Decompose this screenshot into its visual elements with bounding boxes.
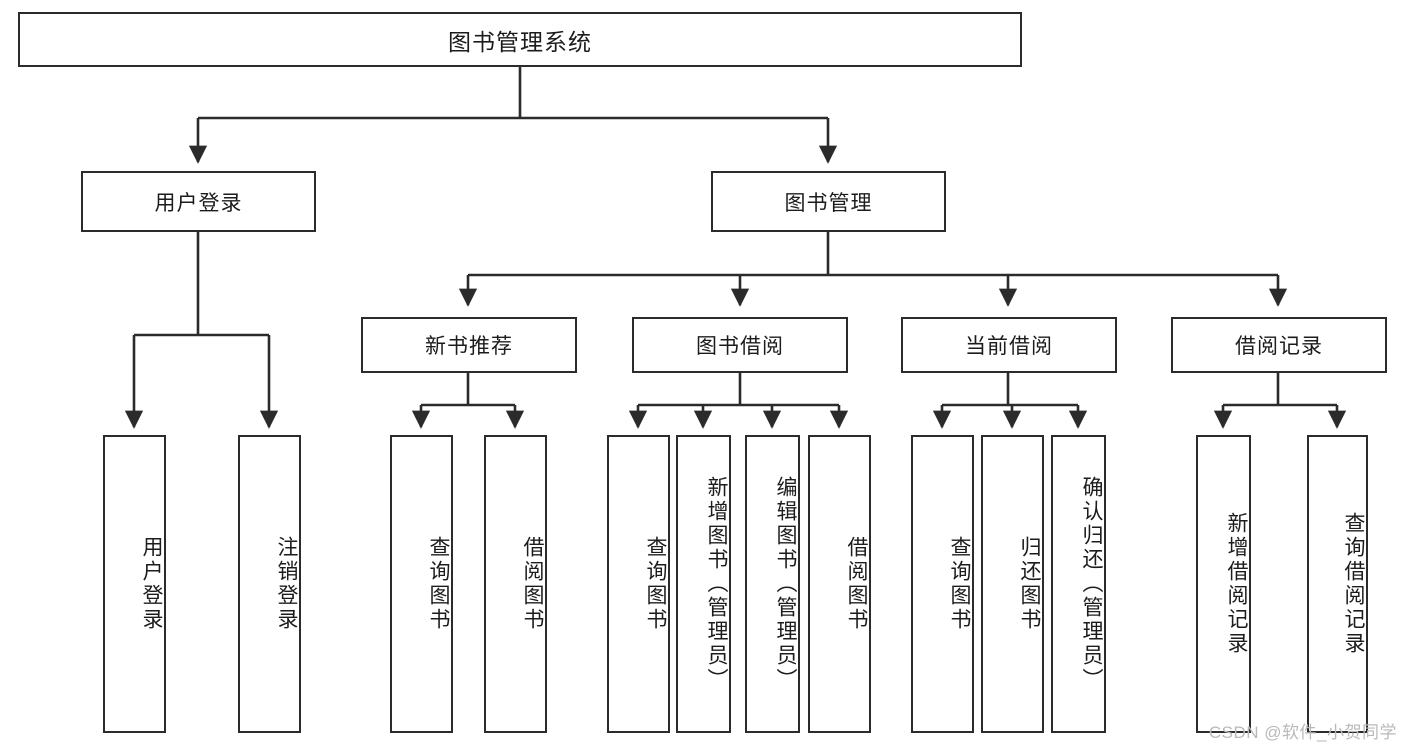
leaf-edit-book-admin[interactable]: 编辑图书（管理员） [745,435,800,733]
leaf-add-borrow-record[interactable]: 新增借阅记录 [1196,435,1251,733]
leaf-confirm-return-admin[interactable]: 确认归还（管理员） [1051,435,1106,733]
node-label: 新书推荐 [425,335,513,358]
node-label: 用户登录 [154,191,243,215]
leaf-user-login[interactable]: 用户登录 [103,435,166,733]
node-current-borrow[interactable]: 当前借阅 [901,317,1117,373]
leaf-query-borrow-record[interactable]: 查询借阅记录 [1307,435,1368,733]
leaf-borrow-book-1[interactable]: 借阅图书 [484,435,547,733]
node-new-book-recommend[interactable]: 新书推荐 [361,317,577,373]
node-borrow-record[interactable]: 借阅记录 [1171,317,1387,373]
node-label: 图书管理系统 [448,28,592,55]
node-label: 新增借阅记录 [1225,512,1248,656]
node-label: 归还图书 [1018,536,1041,632]
node-label: 查询图书 [644,536,667,632]
node-label: 注销登录 [275,536,298,632]
node-user-login[interactable]: 用户登录 [81,171,316,232]
node-label: 当前借阅 [965,335,1053,358]
node-label: 确认归还（管理员） [1080,476,1103,692]
node-label: 查询图书 [427,536,450,632]
node-label: 查询图书 [948,536,971,632]
leaf-query-book-2[interactable]: 查询图书 [607,435,670,733]
node-label: 编辑图书（管理员） [774,476,797,692]
leaf-add-book-admin[interactable]: 新增图书（管理员） [676,435,731,733]
node-label: 新增图书（管理员） [705,476,728,692]
leaf-query-book-3[interactable]: 查询图书 [911,435,974,733]
node-label: 图书借阅 [696,335,784,358]
node-label: 借阅记录 [1235,335,1323,358]
node-root-system[interactable]: 图书管理系统 [18,12,1022,67]
leaf-borrow-book-2[interactable]: 借阅图书 [808,435,871,733]
node-label: 借阅图书 [845,536,868,632]
node-label: 图书管理 [784,191,873,215]
node-label: 用户登录 [140,536,163,632]
node-label: 查询借阅记录 [1342,512,1365,656]
node-book-borrow[interactable]: 图书借阅 [632,317,848,373]
leaf-query-book-1[interactable]: 查询图书 [390,435,453,733]
leaf-return-book[interactable]: 归还图书 [981,435,1044,733]
node-label: 借阅图书 [521,536,544,632]
leaf-logout[interactable]: 注销登录 [238,435,301,733]
node-book-management[interactable]: 图书管理 [711,171,946,232]
